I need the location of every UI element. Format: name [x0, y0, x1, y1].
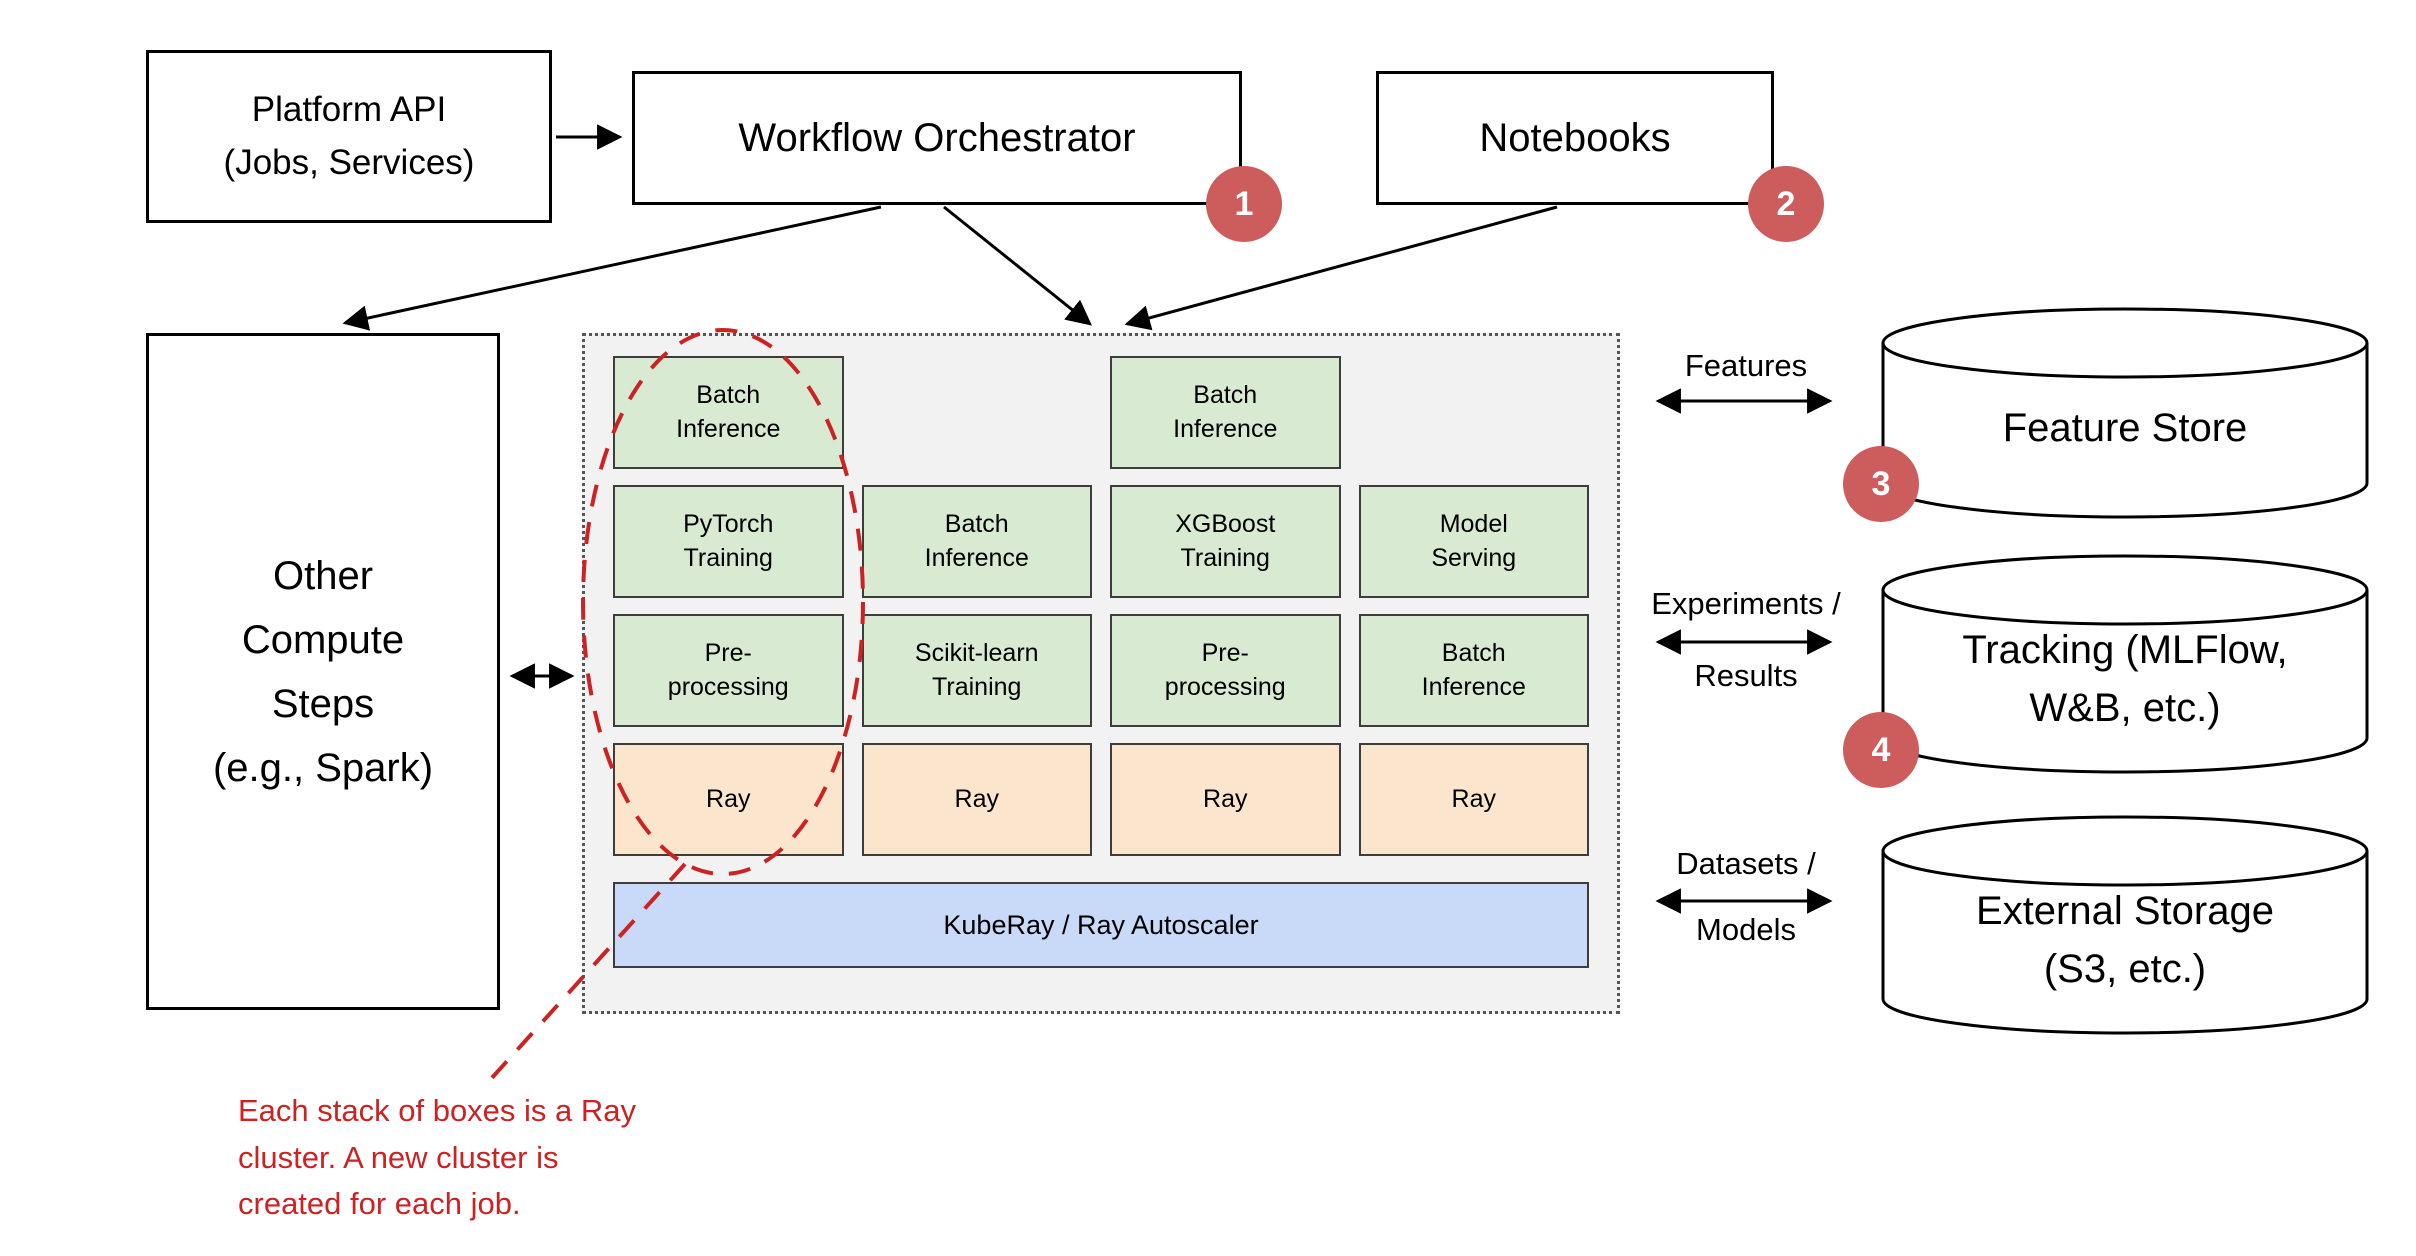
- workflow-orchestrator-box: Workflow Orchestrator: [632, 71, 1242, 205]
- arrow-notebooks-to-cluster: [1124, 205, 1558, 331]
- cylinder-shape: [1881, 307, 2369, 519]
- other-compute-steps-box: Other Compute Steps (e.g., Spark): [146, 333, 500, 1010]
- ray-clusters-container: Batch Inference Batch Inference PyTorch …: [582, 333, 1620, 1014]
- step-badge-1: 1: [1206, 166, 1282, 242]
- task-cell: Scikit-learn Training: [861, 614, 1092, 727]
- features-link-label: Features: [1684, 348, 1808, 383]
- ray-cell: Ray: [861, 743, 1092, 856]
- empty-cell: [1359, 356, 1590, 469]
- platform-api-label: Platform API (Jobs, Services): [223, 90, 475, 182]
- external-storage-label: External Storage (S3, etc.): [1976, 889, 2274, 991]
- task-cell: PyTorch Training: [613, 485, 844, 598]
- arrow-orchestrator-to-cluster: [943, 205, 1092, 326]
- task-cell: Batch Inference: [1110, 356, 1341, 469]
- cylinder-shape: [1881, 815, 2369, 1035]
- kuberay-autoscaler-label: KubeRay / Ray Autoscaler: [943, 909, 1259, 940]
- task-cell: Batch Inference: [613, 356, 844, 469]
- step-badge-2: 2: [1748, 166, 1824, 242]
- ray-cluster-grid: Batch Inference Batch Inference PyTorch …: [613, 356, 1589, 856]
- kuberay-autoscaler-bar: KubeRay / Ray Autoscaler: [613, 882, 1589, 968]
- cylinder-shape: [1881, 554, 2369, 774]
- feature-store-cylinder: Feature Store: [1881, 307, 2369, 519]
- ray-cell: Ray: [1110, 743, 1341, 856]
- task-cell: Pre- processing: [613, 614, 844, 727]
- task-cell: Batch Inference: [861, 485, 1092, 598]
- external-storage-cylinder: External Storage (S3, etc.): [1881, 815, 2369, 1035]
- experiments-link-label-top: Experiments /: [1651, 586, 1841, 621]
- task-cell: Pre- processing: [1110, 614, 1341, 727]
- step-badge-4: 4: [1843, 712, 1919, 788]
- workflow-orchestrator-label: Workflow Orchestrator: [738, 115, 1136, 160]
- datasets-link-label-bottom: Models: [1696, 912, 1796, 947]
- other-compute-steps-label: Other Compute Steps (e.g., Spark): [212, 553, 434, 790]
- task-cell: Batch Inference: [1358, 614, 1589, 727]
- platform-api-box: Platform API (Jobs, Services): [146, 50, 552, 223]
- ray-cell: Ray: [1358, 743, 1589, 856]
- ray-cluster-annotation: Each stack of boxes is a Ray cluster. A …: [238, 1093, 637, 1221]
- tracking-label: Tracking (MLFlow, W&B, etc.): [1962, 628, 2288, 730]
- arrow-orchestrator-to-compute: [342, 205, 882, 331]
- notebooks-label: Notebooks: [1479, 115, 1671, 160]
- task-cell: Model Serving: [1358, 485, 1589, 598]
- datasets-link-label-top: Datasets /: [1676, 846, 1816, 881]
- feature-store-label: Feature Store: [2002, 406, 2248, 450]
- experiments-link-label-bottom: Results: [1694, 658, 1798, 693]
- step-badge-3: 3: [1843, 446, 1919, 522]
- ray-cell: Ray: [613, 743, 844, 856]
- task-cell: XGBoost Training: [1110, 485, 1341, 598]
- notebooks-box: Notebooks: [1376, 71, 1774, 205]
- tracking-cylinder: Tracking (MLFlow, W&B, etc.): [1881, 554, 2369, 774]
- empty-cell: [862, 356, 1093, 469]
